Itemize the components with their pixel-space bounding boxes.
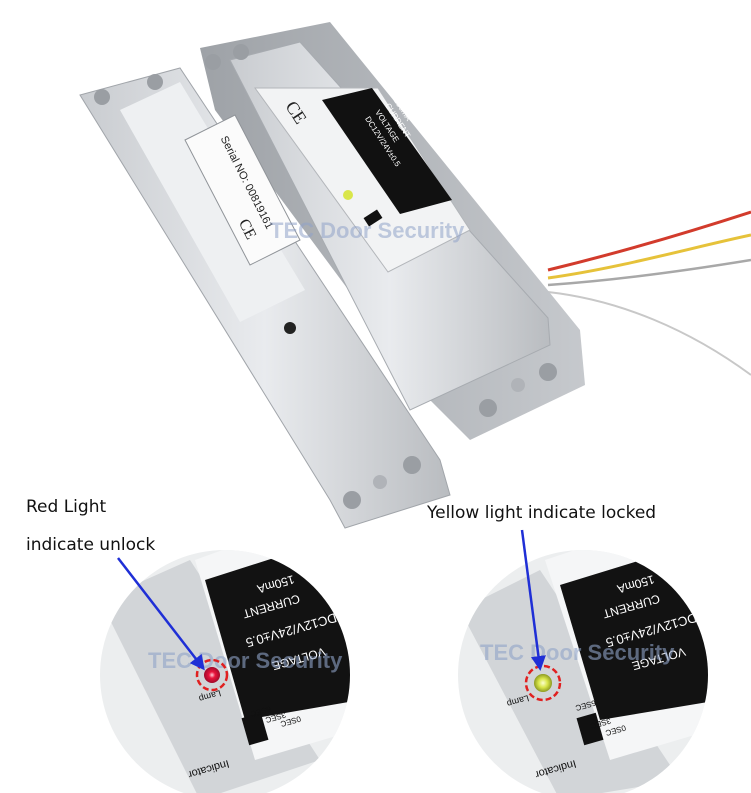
- mounting-holes-front: [94, 74, 421, 509]
- zoom-left-dip-switch: [241, 712, 269, 746]
- zoom-circle-red: VOLTAGE DC12V/24V±0.5 CURRENT 150mA Indi…: [100, 550, 350, 793]
- yellow-arrow: [520, 529, 546, 671]
- lock-body-back: VOLTAGE DC12V/24V±0.5 CURRENT 150mA CE: [200, 22, 585, 440]
- watermark-main: TEC Door Security: [270, 218, 465, 243]
- screw-hole-center: [284, 322, 296, 334]
- zoom-circle-yellow: VOLTAGE DC12V/24V±0.5 CURRENT 150mA Indi…: [458, 550, 708, 793]
- zoom-right-watermark: TEC Door Security: [480, 640, 675, 665]
- red-light-marker-circle: [195, 658, 229, 692]
- zoom-right-dip-switch: [576, 712, 604, 746]
- yellow-indicator-light: [534, 674, 552, 692]
- caption-red-line1: Red Light: [26, 497, 107, 517]
- wires: [547, 210, 751, 376]
- indicator-lamp-small: [343, 190, 353, 200]
- lock-body-front: Serial NO: 00819161 CE: [79, 67, 451, 529]
- mounting-holes-back: [205, 44, 557, 417]
- yellow-light-marker-circle: [524, 664, 562, 702]
- zoom-left-watermark: TEC Door Security: [148, 648, 343, 673]
- caption-yellow: Yellow light indicate locked: [427, 503, 657, 523]
- red-arrow: [117, 557, 205, 671]
- red-indicator-light: [204, 667, 220, 683]
- dip-switch-small: [363, 209, 383, 227]
- caption-red-line2: indicate unlock: [26, 535, 156, 555]
